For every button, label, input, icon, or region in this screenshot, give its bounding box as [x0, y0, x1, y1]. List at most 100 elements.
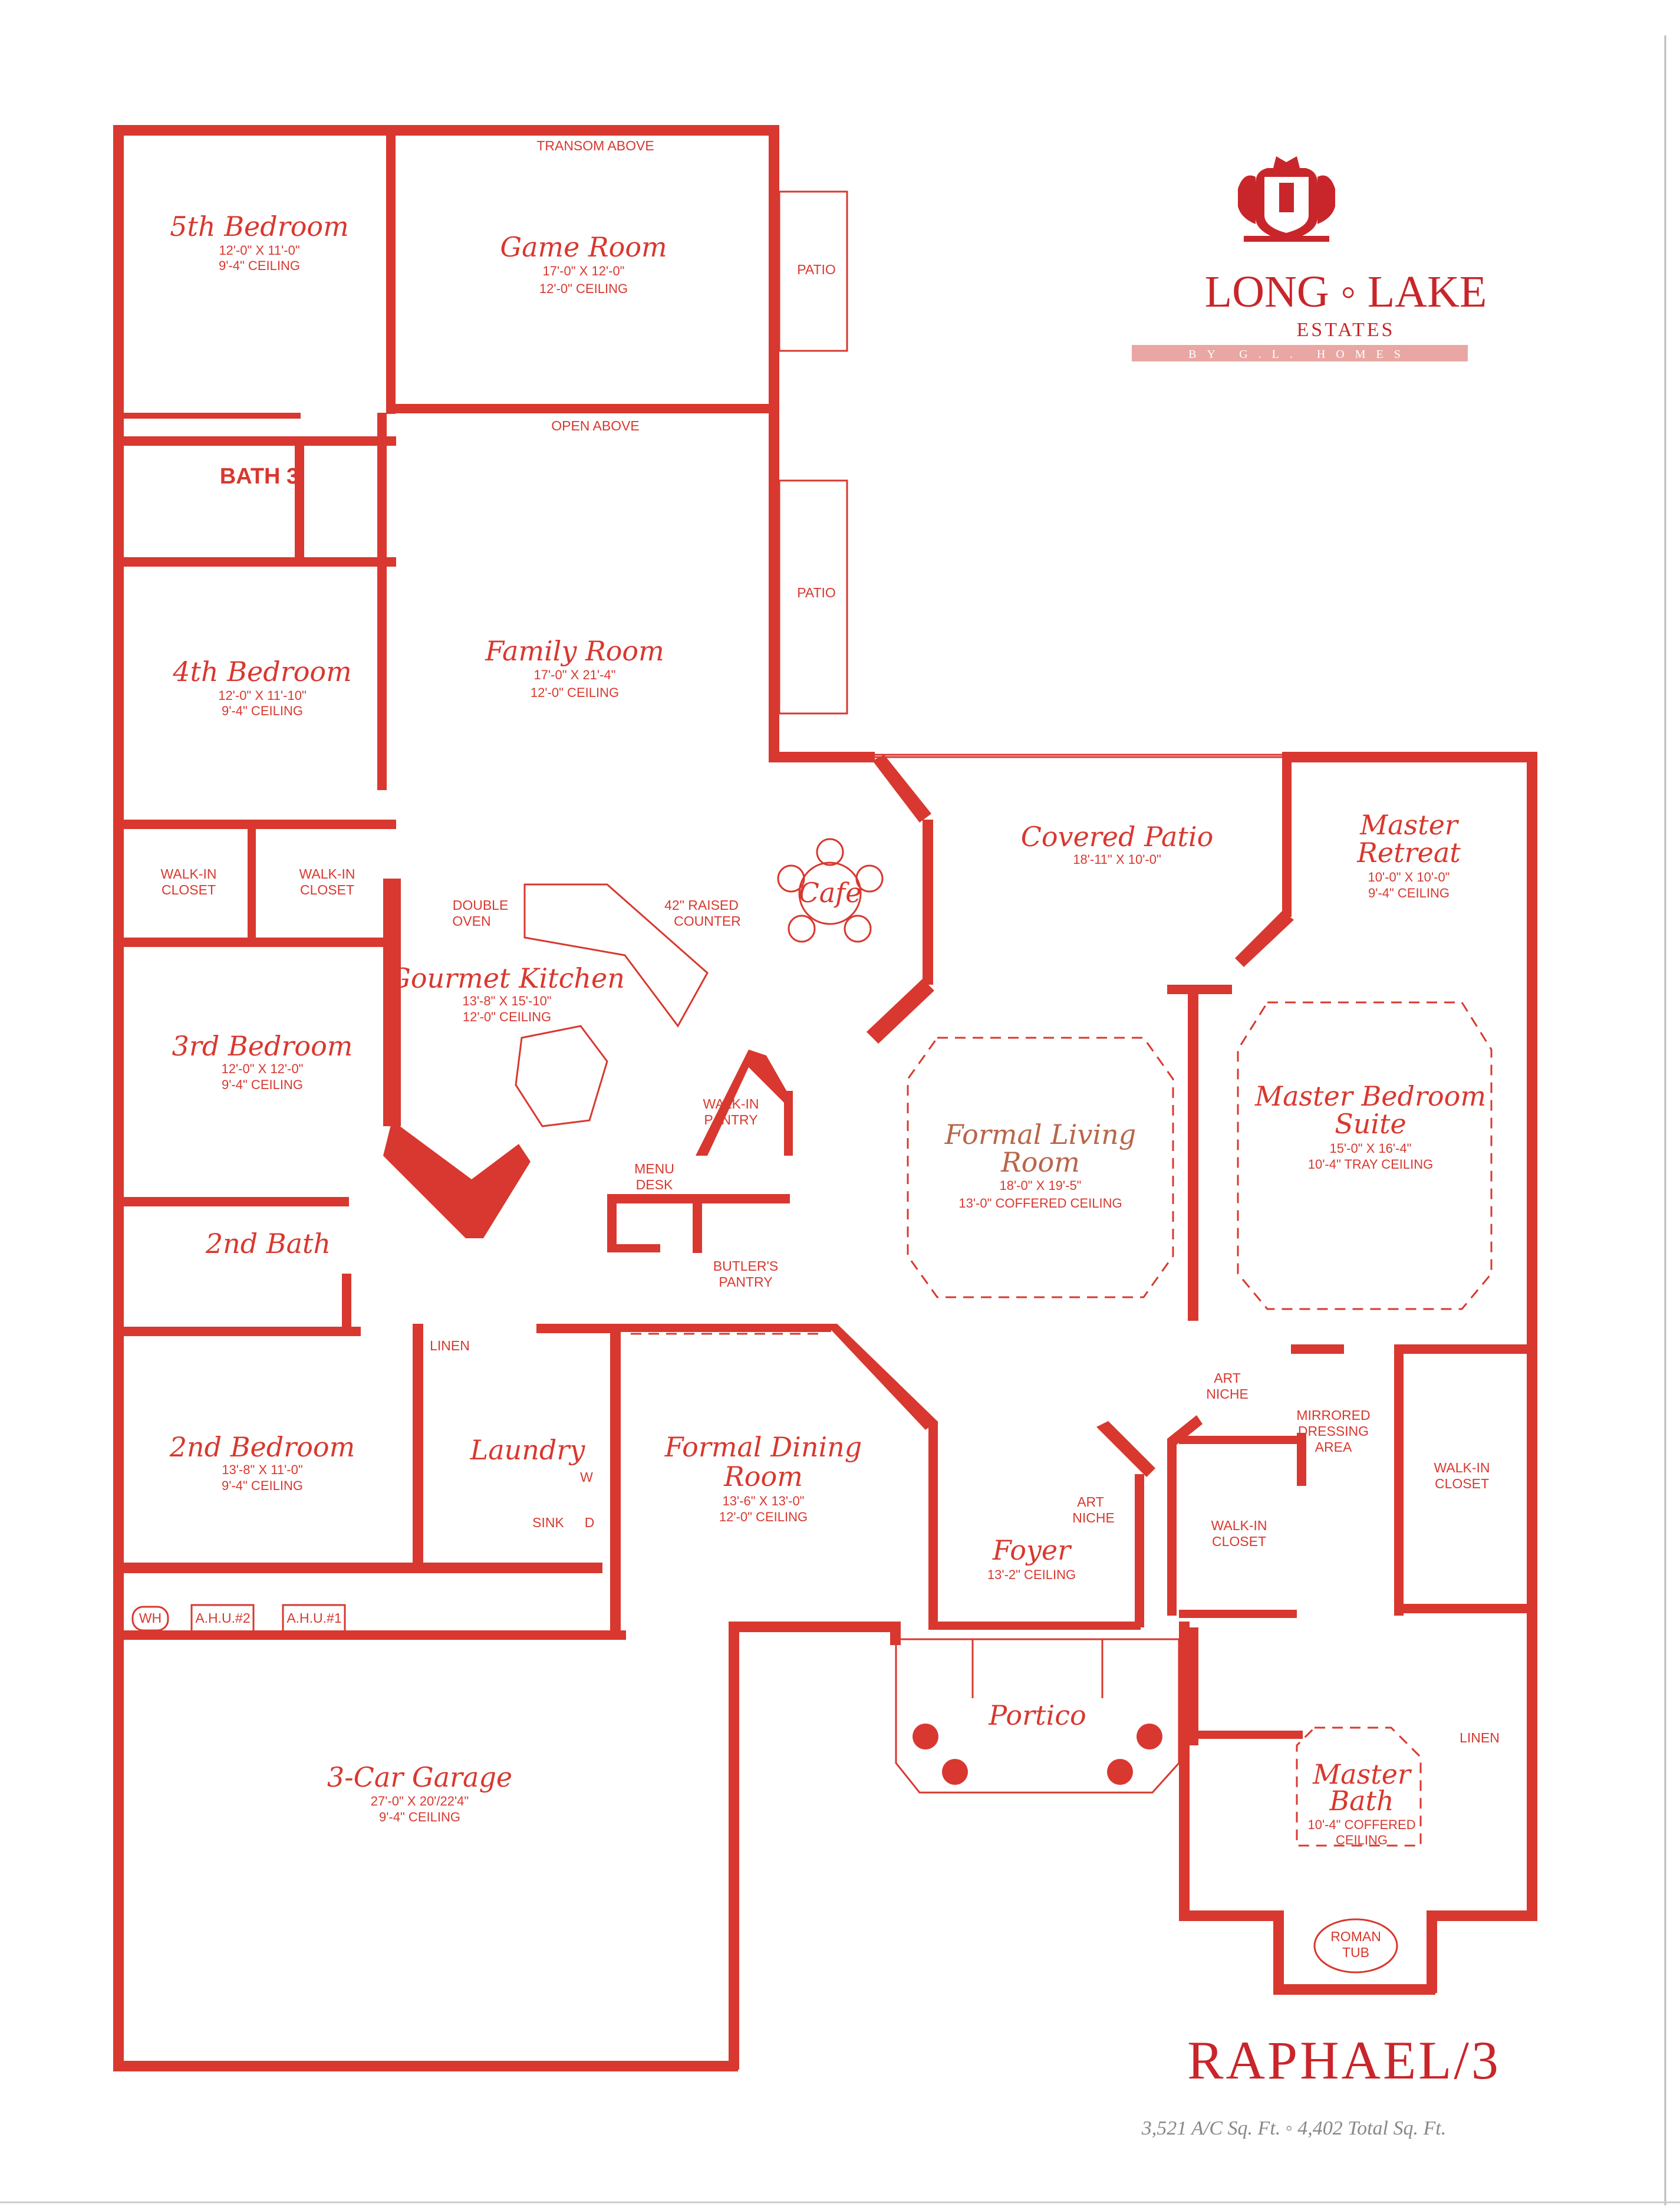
brand-sub: ESTATES [1297, 319, 1395, 341]
mirrored-1: MIRRORED [1296, 1407, 1370, 1423]
patio-outlines [778, 190, 848, 715]
dining-name1: Formal Dining [664, 1431, 862, 1463]
bath3-name: BATH 3 [220, 464, 299, 489]
roman-tub-1: ROMAN [1330, 1929, 1381, 1944]
model-sqft: 3,521 A/C Sq. Ft. ◦ 4,402 Total Sq. Ft. [1141, 2117, 1446, 2139]
master-bed-dims: 15'-0" X 16'-4" [1330, 1141, 1412, 1156]
art-niche-2b: NICHE [1206, 1386, 1249, 1402]
w-label: W [580, 1469, 593, 1485]
kitchen-counter [523, 883, 709, 1028]
bath-coffer [1296, 1726, 1422, 1847]
crest-logo-icon [1238, 156, 1335, 242]
bed5-ceiling: 9'-4" CEILING [219, 258, 300, 273]
bed3-name: 3rd Bedroom [172, 1030, 353, 1062]
cafe-name: Cafe [799, 877, 862, 909]
menu-2: DESK [636, 1177, 673, 1192]
model-name: RAPHAEL/3 [1187, 2030, 1501, 2090]
bed5-dims: 12'-0" X 11'-0" [219, 243, 299, 258]
bed2-dims: 13'-8" X 11'-0" [222, 1462, 302, 1477]
portico [895, 1638, 1180, 1794]
walkin-closet-m2a: WALK-IN [1434, 1460, 1490, 1475]
master-bed-name1: Master Bedroom [1254, 1080, 1486, 1112]
bed5-name: 5th Bedroom [170, 211, 348, 242]
retreat-name2: Retreat [1356, 837, 1461, 869]
bed3-dims: 12'-0" X 12'-0" [222, 1061, 304, 1076]
master-bath-ceiling1: 10'-4" COFFERED [1307, 1817, 1415, 1832]
kitchen-island [515, 1025, 608, 1127]
walkin-closet-a2: CLOSET [162, 882, 216, 897]
outer-walls [113, 125, 1537, 2071]
raised-counter-2: COUNTER [674, 913, 741, 929]
open-above-label: OPEN ABOVE [551, 418, 640, 433]
living-name2: Room [1000, 1146, 1080, 1178]
walkin-closet-m2b: CLOSET [1435, 1476, 1489, 1491]
transom-label: TRANSOM ABOVE [536, 138, 654, 153]
living-ceiling: 13'-0" COFFERED CEILING [958, 1196, 1122, 1211]
game-name: Game Room [500, 231, 667, 263]
bed4-dims: 12'-0" X 11'-10" [218, 688, 307, 703]
walkin-closet-a1: WALK-IN [161, 866, 217, 882]
master-bath-ceiling2: CEILING [1336, 1833, 1388, 1847]
linen-label-2: LINEN [1460, 1730, 1500, 1745]
garage-ceiling: 9'-4" CEILING [379, 1810, 460, 1824]
mirrored-2: DRESSING [1298, 1423, 1369, 1439]
interior-walls [113, 125, 1536, 1745]
living-name1: Formal Living [944, 1119, 1137, 1150]
bed4-ceiling: 9'-4" CEILING [222, 703, 303, 718]
kitchen-name: Gourmet Kitchen [389, 962, 625, 994]
game-ceiling: 12'-0" CEILING [539, 281, 628, 296]
brand-name: LONG ◦ LAKE [1205, 267, 1487, 317]
ahu2-label: A.H.U.#2 [195, 1610, 250, 1626]
art-niche-1b: NICHE [1072, 1510, 1115, 1525]
double-oven-2: OVEN [452, 913, 490, 929]
kitchen-ceiling: 12'-0" CEILING [463, 1009, 551, 1024]
cafe-table-icon [777, 838, 884, 943]
raised-counter-1: 42" RAISED [664, 897, 739, 913]
bed2-ceiling: 9'-4" CEILING [222, 1478, 303, 1493]
wh-icon [131, 1606, 169, 1632]
walkin-closet-b2: CLOSET [300, 882, 354, 897]
portico-name: Portico [988, 1699, 1086, 1731]
covered-patio-dims: 18'-11" X 10'-0" [1073, 852, 1161, 867]
d-label: D [585, 1515, 595, 1530]
garage-name: 3-Car Garage [327, 1761, 512, 1793]
master-tray [1237, 1001, 1493, 1310]
ahu1-icon [282, 1604, 346, 1633]
dining-dims: 13'-6" X 13'-0" [723, 1494, 805, 1508]
kitchen-dims: 13'-8" X 15'-10" [462, 994, 551, 1008]
family-name: Family Room [485, 635, 664, 667]
butler-2: PANTRY [719, 1274, 772, 1290]
brand-by: BY G.L. HOMES [1188, 348, 1411, 361]
roman-tub-2: TUB [1342, 1945, 1369, 1960]
master-bed-ceiling: 10'-4" TRAY CEILING [1308, 1157, 1434, 1172]
butler-1: BUTLER'S [713, 1258, 778, 1274]
pantry-2: PANTRY [704, 1112, 757, 1127]
living-dims: 18'-0" X 19'-5" [1000, 1178, 1082, 1193]
retreat-name1: Master [1359, 809, 1460, 841]
master-bath-name1: Master [1312, 1758, 1412, 1790]
dining-ceiling: 12'-0" CEILING [719, 1509, 808, 1524]
family-ceiling: 12'-0" CEILING [531, 685, 619, 700]
garage-dims: 27'-0" X 20'/22'4" [371, 1794, 469, 1808]
double-oven-1: DOUBLE [453, 897, 509, 913]
bed3-ceiling: 9'-4" CEILING [222, 1077, 303, 1092]
linen-label-1: LINEN [430, 1338, 470, 1353]
ahu2-icon [190, 1604, 255, 1633]
foyer-ceiling: 13'-2" CEILING [987, 1567, 1076, 1582]
covered-patio-name: Covered Patio [1021, 821, 1214, 853]
brand-banner [1132, 345, 1468, 361]
retreat-ceiling: 9'-4" CEILING [1368, 886, 1450, 900]
patio1-label: PATIO [797, 262, 836, 277]
art-niche-2a: ART [1214, 1370, 1241, 1386]
patio2-label: PATIO [797, 585, 836, 600]
walkin-closet-m1a: WALK-IN [1211, 1518, 1267, 1533]
game-dims: 17'-0" X 12'-0" [543, 264, 625, 278]
bath2-name: 2nd Bath [205, 1228, 331, 1259]
family-dims: 17'-0" X 21'-4" [534, 667, 616, 682]
roman-tub-icon [1313, 1918, 1398, 1974]
laundry-name: Laundry [470, 1434, 586, 1466]
bed4-name: 4th Bedroom [172, 656, 351, 688]
retreat-dims: 10'-0" X 10'-0" [1368, 870, 1450, 884]
menu-1: MENU [634, 1161, 674, 1176]
